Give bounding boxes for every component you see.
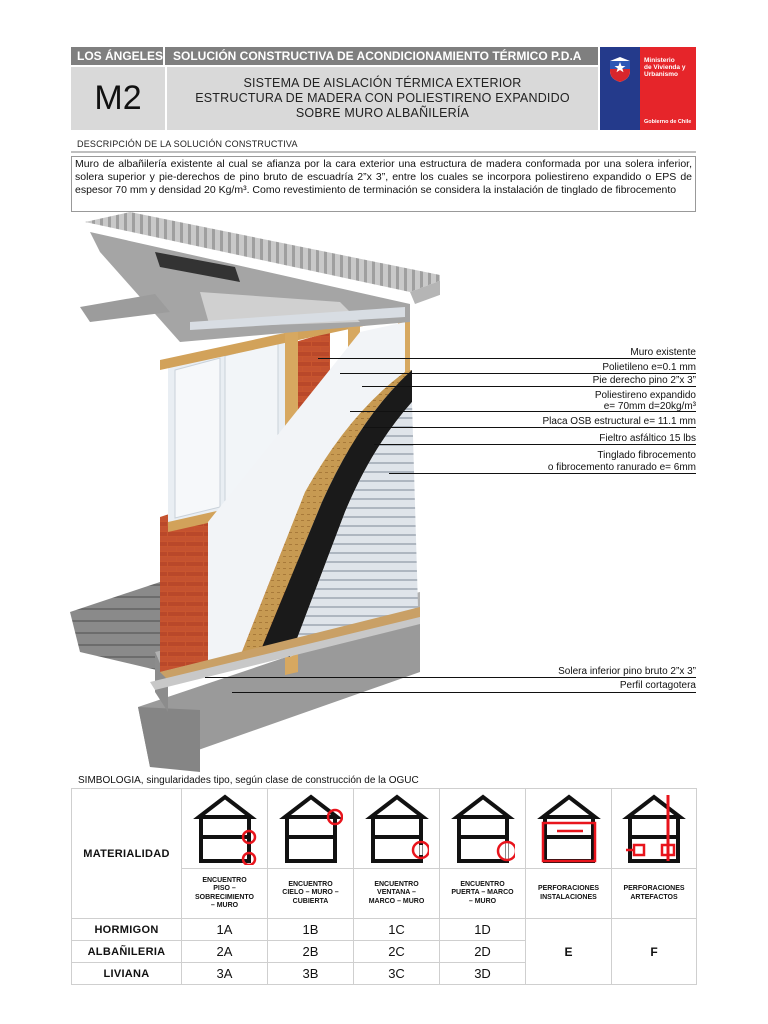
symbol-cell [181, 788, 268, 869]
leader-line [318, 358, 696, 359]
code-cell: 2C [353, 940, 440, 963]
column-header-puerta: ENCUENTRO PUERTA – MARCO – MURO [439, 868, 526, 919]
code-cell: 3C [353, 962, 440, 985]
column-header-artefactos: PERFORACIONES ARTEFACTOS [611, 868, 697, 919]
ministry-name: Ministerio de Vivienda y Urbanismo [644, 57, 686, 78]
wall-section-illustration [70, 212, 440, 772]
code-cell: 3D [439, 962, 526, 985]
region-label: LOS ÁNGELES [71, 47, 165, 65]
label-pie-derecho: Pie derecho pino 2”x 3” [592, 375, 696, 386]
symbol-cell [353, 788, 440, 869]
house-floor-junction-icon [192, 793, 257, 865]
column-header-instalaciones: PERFORACIONES INSTALACIONES [525, 868, 612, 919]
gov-name: Gobierno de Chile [644, 119, 692, 125]
leader-line [232, 692, 696, 693]
symbol-cell [611, 788, 697, 869]
code-cell-e: E [525, 918, 612, 985]
row-header-hormigon: HORMIGON [71, 918, 182, 941]
divider [71, 151, 696, 153]
header-bar: LOS ÁNGELES SOLUCIÓN CONSTRUCTIVA DE ACO… [71, 47, 598, 65]
code-cell: 3A [181, 962, 268, 985]
house-ceiling-junction-icon [278, 793, 343, 863]
symbol-cell [525, 788, 612, 869]
symbology-table: MATERIALIDAD [71, 788, 697, 985]
label-muro-existente: Muro existente [630, 347, 696, 358]
title-line-1: SISTEMA DE AISLACIÓN TÉRMICA EXTERIOR [243, 76, 522, 90]
program-label: SOLUCIÓN CONSTRUCTIVA DE ACONDICIONAMIEN… [165, 47, 598, 65]
label-solera-inferior: Solera inferior pino bruto 2”x 3” [558, 666, 696, 677]
label-tinglado: Tinglado fibrocemento [597, 450, 696, 461]
code-cell: 1C [353, 918, 440, 941]
leader-line [363, 427, 696, 428]
code-cell: 1D [439, 918, 526, 941]
house-installations-icon [536, 793, 601, 863]
house-door-junction-icon [450, 793, 515, 863]
title-line-3: SOBRE MURO ALBAÑILERÍA [295, 106, 470, 120]
house-window-junction-icon [364, 793, 429, 863]
label-polietileno: Polietileno e=0.1 mm [602, 362, 696, 373]
house-appliances-icon [622, 793, 686, 863]
row-header-albanileria: ALBAÑILERIA [71, 940, 182, 963]
code-cell: 3B [267, 962, 354, 985]
row-header-liviana: LIVIANA [71, 962, 182, 985]
code-cell: 2D [439, 940, 526, 963]
column-header-piso: ENCUENTRO PISO – SOBRECIMIENTO – MURO [181, 868, 268, 919]
materialidad-header: MATERIALIDAD [71, 788, 182, 919]
code-cell: 1B [267, 918, 354, 941]
label-poliestireno-spec: e= 70mm d=20kg/m³ [603, 401, 696, 412]
code-cell-f: F [611, 918, 697, 985]
column-header-cielo: ENCUENTRO CIELO – MURO – CUBIERTA [267, 868, 354, 919]
label-poliestireno: Poliestireno expandido [594, 390, 696, 401]
leader-line [350, 411, 696, 412]
label-fieltro: Fieltro asfáltico 15 lbs [599, 433, 696, 444]
symbology-title: SIMBOLOGIA, singularidades tipo, según c… [78, 775, 419, 786]
title-line-2: ESTRUCTURA DE MADERA CON POLIESTIRENO EX… [195, 91, 570, 105]
leader-line [374, 444, 696, 445]
description-heading: DESCRIPCIÓN DE LA SOLUCIÓN CONSTRUCTIVA [77, 139, 298, 149]
label-tinglado-spec: o fibrocemento ranurado e= 6mm [547, 462, 696, 473]
code-cell: 2A [181, 940, 268, 963]
solution-code: M2 [71, 67, 165, 130]
label-perfil-cortagotera: Perfil cortagotera [619, 680, 696, 691]
coat-of-arms-icon [610, 57, 630, 82]
leader-line [340, 373, 696, 374]
leader-line [205, 677, 696, 678]
code-cell: 2B [267, 940, 354, 963]
leader-line [362, 386, 696, 387]
label-osb: Placa OSB estructural e= 11.1 mm [542, 416, 697, 427]
solution-title: SISTEMA DE AISLACIÓN TÉRMICA EXTERIOR ES… [167, 67, 598, 130]
symbol-cell [267, 788, 354, 869]
description-text: Muro de albañilería existente al cual se… [71, 156, 696, 212]
symbol-cell [439, 788, 526, 869]
ministry-logo: Ministerio de Vivienda y Urbanismo Gobie… [600, 47, 696, 130]
code-cell: 1A [181, 918, 268, 941]
leader-line [389, 473, 696, 474]
column-header-ventana: ENCUENTRO VENTANA – MARCO – MURO [353, 868, 440, 919]
